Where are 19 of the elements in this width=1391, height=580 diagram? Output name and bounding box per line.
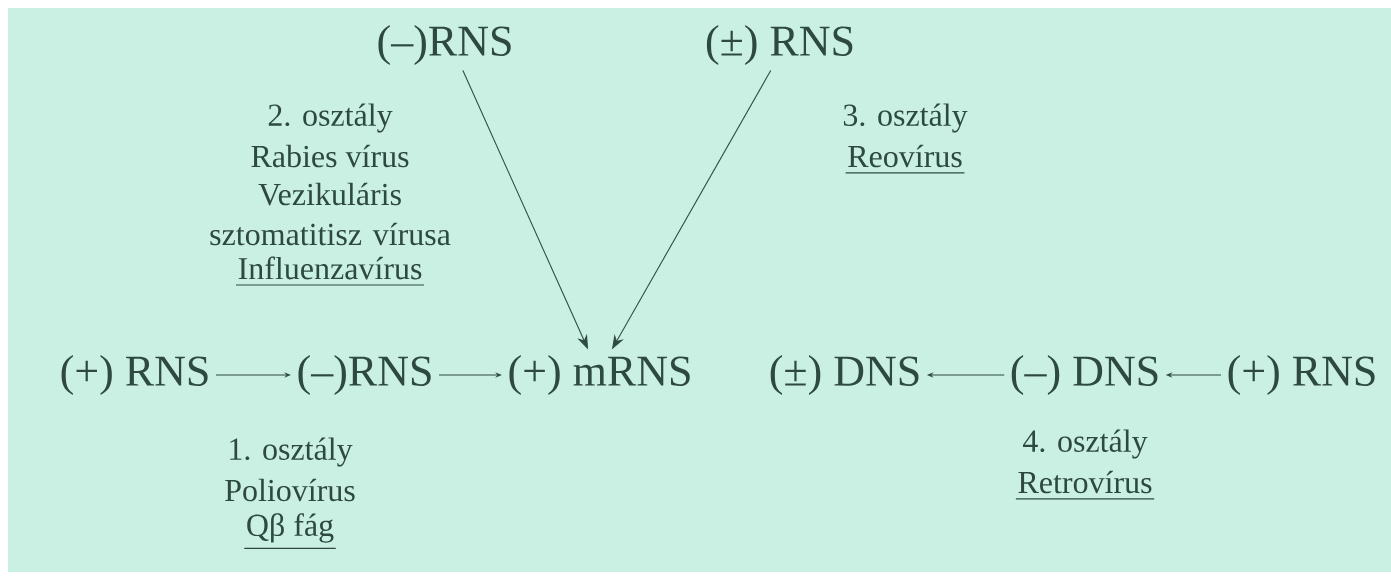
- term-text: (+) RNS: [1228, 355, 1375, 395]
- term-text: (+) RNS: [61, 355, 208, 395]
- term-text: (+) mRNS: [509, 355, 690, 395]
- underlined-label: Qβ fág: [243, 513, 337, 549]
- class-label: 1. osztály: [230, 437, 353, 467]
- class-label: 3. osztály: [843, 103, 968, 133]
- class-label: Vezikuláris sztomatitisz vírusa: [210, 182, 451, 246]
- class-label: 2. osztály: [268, 103, 393, 133]
- term-text: (±) RNS: [706, 25, 853, 65]
- class-label: 4. osztály: [1023, 429, 1148, 459]
- term-text: (–) DNS: [1011, 355, 1158, 395]
- class-label: Poliovírus: [225, 478, 355, 502]
- term-text: (±) DNS: [770, 355, 919, 395]
- term-text: (–)RNS: [298, 355, 431, 395]
- class-label: Rabies vírus: [251, 144, 409, 168]
- underlined-label: Influenzavírus: [235, 256, 425, 286]
- term-text: (–)RNS: [378, 25, 511, 65]
- underlined-label: Retrovírus: [1015, 470, 1155, 500]
- underlined-label: Reovírus: [845, 144, 965, 174]
